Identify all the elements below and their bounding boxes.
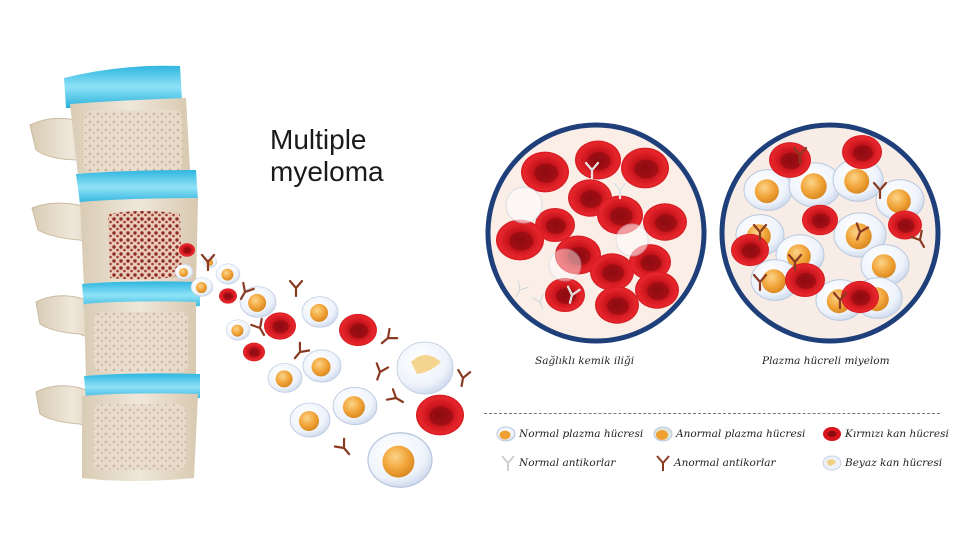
healthy-marrow-circle [485, 122, 707, 344]
abnormal-plasma-cell-icon [653, 426, 673, 442]
myeloma-marrow-label: Plazma hücreli miyelom [762, 355, 890, 367]
cell-stream-illustration [174, 243, 472, 489]
title-line-1: Multiple [270, 124, 367, 155]
white-blood-cell-icon [822, 455, 842, 471]
normal-antibody-icon [501, 455, 515, 471]
legend-item-red-blood-cell: Kırmızı kan hücresi [822, 426, 949, 442]
legend-item-white-blood-cell: Beyaz kan hücresi [822, 455, 942, 471]
red-blood-cell-icon [823, 427, 841, 441]
spine-illustration [29, 65, 200, 481]
normal-plasma-cell-icon [496, 426, 516, 442]
page-title: Multiple myeloma [270, 124, 384, 188]
legend-item-normal-plasma: Normal plazma hücresi [496, 426, 643, 442]
legend-divider [484, 413, 940, 414]
myeloma-marrow-circle [719, 122, 941, 344]
legend-item-normal-antibody: Normal antikorlar [500, 454, 615, 472]
healthy-marrow-label: Sağlıklı kemik iliği [535, 355, 635, 367]
legend-item-abnormal-plasma: Anormal plazma hücresi [653, 426, 805, 442]
legend-item-abnormal-antibody: Anormal antikorlar [655, 454, 776, 472]
abnormal-antibody-icon [656, 455, 670, 471]
title-line-2: myeloma [270, 156, 384, 187]
